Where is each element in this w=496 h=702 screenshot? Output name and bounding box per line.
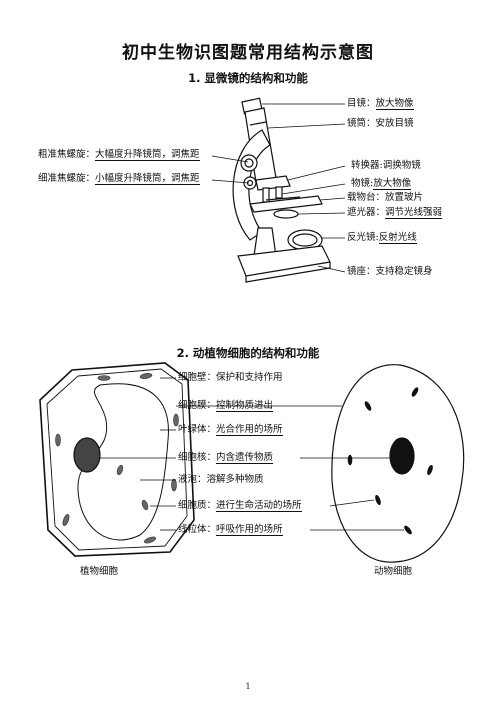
label-fine-adjustment: 细准焦螺旋：小幅度升降镜筒，调焦距 [38, 173, 200, 185]
label-nucleus: 细胞核：内含遗传物质 [178, 452, 274, 464]
label-mitochondria: 线粒体：呼吸作用的场所 [178, 524, 283, 536]
animal-cell-caption: 动物细胞 [374, 566, 413, 577]
section2-heading: 2. 动植物细胞的结构和功能 [176, 346, 320, 360]
chloroplasts [55, 373, 179, 544]
plant-cell-illustration [39, 362, 195, 557]
label-tube: 镜筒：安放目镜 [347, 118, 414, 129]
label-converter: 转换器:调换物镜 [351, 160, 421, 171]
label-mirror: 反光镜:反射光线 [347, 232, 417, 244]
animal-cell-illustration [331, 364, 465, 563]
label-objective: 物镜:放大物像 [351, 178, 412, 190]
label-stage: 载物台：放置玻片 [347, 192, 424, 203]
page-title: 初中生物识图题常用结构示意图 [122, 43, 374, 63]
label-vacuole: 液泡：溶解多种物质 [178, 474, 264, 485]
label-base: 镜座：支持稳定镜身 [347, 266, 433, 277]
section1-heading: 1. 显微镜的结构和功能 [188, 71, 308, 85]
label-cell-membrane: 细胞膜：控制物质进出 [178, 400, 274, 412]
page-number: 1 [245, 682, 251, 691]
animal-organelles [347, 387, 433, 535]
label-cytoplasm: 细胞质：进行生命活动的场所 [178, 500, 302, 512]
label-eyepiece: 目镜：放大物像 [347, 98, 414, 110]
label-coarse-adjustment: 粗准焦螺旋：大幅度升降镜筒，调焦距 [38, 149, 200, 161]
label-cell-wall: 细胞壁：保护和支持作用 [178, 372, 283, 383]
label-chloroplast: 叶绿体：光合作用的场所 [178, 424, 283, 436]
label-diaphragm: 遮光器：调节光线强弱 [347, 207, 443, 219]
plant-cell-caption: 植物细胞 [80, 566, 119, 577]
microscope-illustration [232, 97, 331, 283]
